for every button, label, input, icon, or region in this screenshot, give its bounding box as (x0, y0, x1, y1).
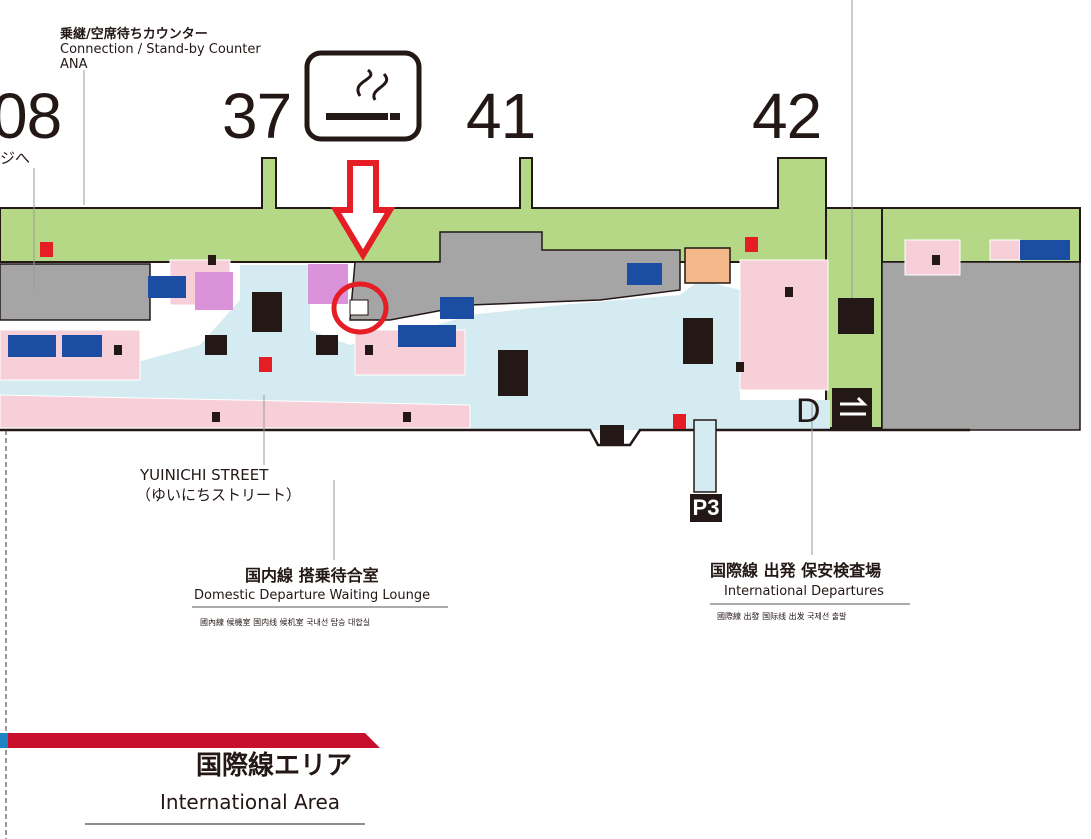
domestic-lounge-en: Domestic Departure Waiting Lounge (194, 588, 431, 603)
connection-counter-en: Connection / Stand-by Counter (60, 42, 261, 57)
restroom-icon (8, 240, 1070, 357)
escalator-icon (252, 292, 713, 396)
info-icon (205, 298, 874, 445)
checkpoint-d-label: D (796, 392, 821, 430)
area-banner-blue (0, 733, 8, 748)
gate-08-label: 08 (0, 80, 62, 152)
restaurant-block (684, 247, 731, 284)
p3-corridor (693, 419, 717, 493)
connection-counter-airline: ANA (60, 57, 88, 72)
street-name-ja: （ゆいにちストリート） (136, 486, 302, 504)
gray-blocks (0, 231, 1081, 431)
connection-counter-ja: 乗継/空席待ちカウンター (60, 27, 208, 42)
intl-departures-multilang: 國際線 出發 国际线 出发 국제선 출발 (717, 612, 847, 621)
terminal-outline (0, 428, 970, 447)
gate-42-label: 42 (752, 80, 822, 152)
smoking-area-icon (304, 50, 422, 142)
leader-lines (33, 0, 853, 560)
p3-parking-label: P3 (690, 494, 722, 522)
gate-41-label: 41 (466, 80, 536, 152)
purple-block (308, 264, 348, 304)
gate-37-label: 37 (222, 80, 292, 152)
direction-label: ジへ (0, 149, 31, 167)
smoking-room-icon (349, 299, 369, 316)
red-circle-annotation (331, 281, 389, 335)
street-name-en: YUINICHI STREET (140, 466, 269, 484)
purple-block (195, 272, 233, 310)
area-title-en: International Area (160, 790, 341, 814)
domestic-lounge-multilang: 國內線 候機室 国内线 候机室 국내선 탑승 대합실 (200, 618, 371, 627)
intl-departures-en: International Departures (724, 584, 884, 599)
area-title-ja: 国際線エリア (196, 751, 353, 781)
down-arrow-annotation (330, 160, 396, 261)
shop-icon (114, 255, 940, 422)
domestic-lounge-ja: 国内線 搭乗待合室 (245, 566, 379, 585)
intl-departures-ja: 国際線 出発 保安検査場 (710, 561, 882, 580)
departure-plane-icon (832, 388, 872, 428)
aed-icon (40, 237, 758, 429)
area-banner-red (8, 733, 380, 748)
